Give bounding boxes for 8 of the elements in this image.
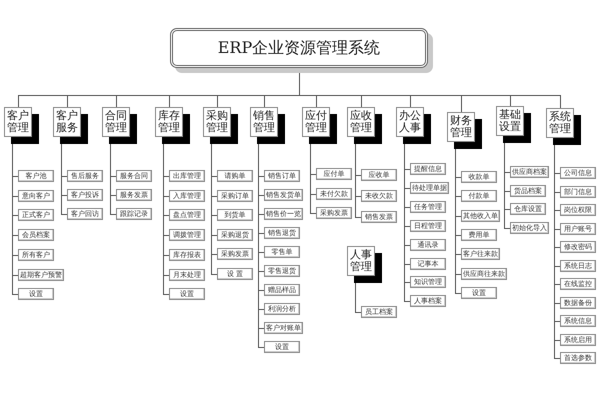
connector-line	[299, 72, 561, 108]
connector-line	[355, 282, 362, 313]
connector-line	[310, 144, 316, 214]
connector-line	[504, 142, 510, 229]
connector-line	[110, 144, 116, 215]
connector-line	[61, 144, 68, 215]
connector-line	[211, 144, 218, 275]
connector-line	[355, 144, 362, 218]
